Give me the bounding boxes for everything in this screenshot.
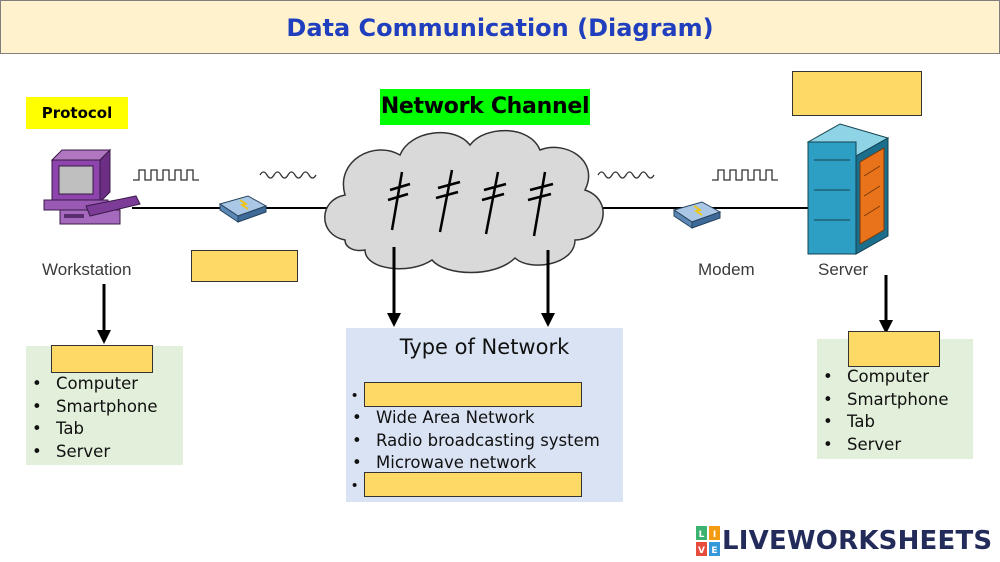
modem-right-icon xyxy=(672,201,722,229)
list-item: Radio broadcasting system xyxy=(346,430,600,453)
modem-caption: Modem xyxy=(698,260,755,279)
list-item: Smartphone xyxy=(26,396,158,419)
arrow-cloud-right-head xyxy=(541,313,555,327)
brand: L I V E LIVEWORKSHEETS xyxy=(696,523,992,559)
bullet-marker: • xyxy=(352,477,358,494)
analog-signal-right-icon xyxy=(597,171,655,179)
list-item: Smartphone xyxy=(817,389,949,412)
list-item: Computer xyxy=(817,366,949,389)
network-type-answer-box-2[interactable] xyxy=(364,472,582,497)
server-caption: Server xyxy=(818,260,869,279)
digital-signal-right-icon xyxy=(712,169,778,181)
list-item: Server xyxy=(817,434,949,457)
server-icon xyxy=(806,123,890,255)
protocol-label: Protocol xyxy=(26,97,128,129)
title-bar: Data Communication (Diagram) xyxy=(0,0,1000,54)
sender-answer-box[interactable] xyxy=(51,345,153,373)
list-item: Tab xyxy=(26,418,158,441)
network-cloud-icon xyxy=(324,129,604,274)
list-item: Server xyxy=(26,441,158,464)
svg-text:L: L xyxy=(699,530,705,540)
digital-signal-left-icon xyxy=(133,169,199,181)
arrow-server-head xyxy=(879,320,893,334)
liveworksheets-logo-icon: L I V E xyxy=(696,526,720,556)
list-item: Wide Area Network xyxy=(346,407,600,430)
arrow-workstation-head xyxy=(97,330,111,344)
list-item: Tab xyxy=(817,411,949,434)
analog-signal-left-icon xyxy=(259,171,317,179)
network-type-answer-box-1[interactable] xyxy=(364,382,582,407)
modem-left-icon xyxy=(218,195,268,223)
list-item: Computer xyxy=(26,373,158,396)
page-title: Data Communication (Diagram) xyxy=(286,14,714,42)
brand-name: LIVEWORKSHEETS xyxy=(722,526,993,556)
list-item: Microwave network xyxy=(346,452,600,475)
type-of-network-title: Type of Network xyxy=(399,335,570,359)
server-answer-box[interactable] xyxy=(792,71,922,116)
receiver-answer-box[interactable] xyxy=(848,331,940,367)
network-channel-label: Network Channel xyxy=(380,89,590,125)
bullet-marker: • xyxy=(352,387,358,404)
antenna-towers-icon xyxy=(387,169,554,237)
workstation-caption: Workstation xyxy=(42,260,132,279)
svg-text:I: I xyxy=(713,530,716,540)
svg-text:V: V xyxy=(698,546,705,556)
workstation-icon xyxy=(43,148,141,225)
arrows xyxy=(97,247,893,344)
arrow-cloud-left-head xyxy=(387,313,401,327)
svg-text:E: E xyxy=(711,546,717,556)
modem-answer-box[interactable] xyxy=(191,250,298,282)
